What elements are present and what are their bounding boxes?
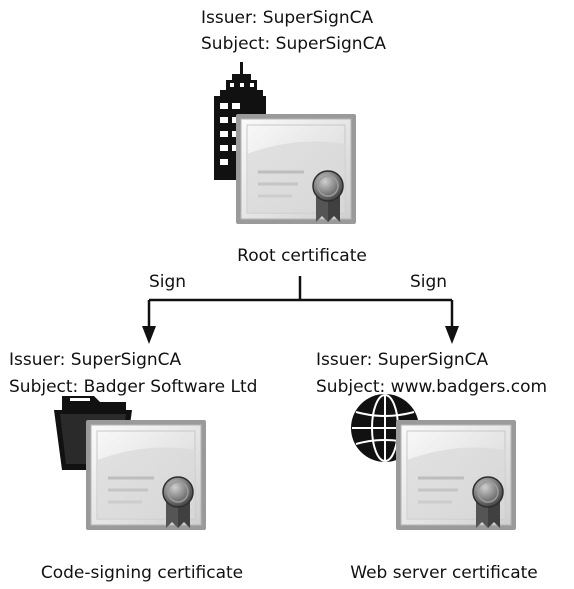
code-signing-cert-paper — [84, 418, 208, 532]
root-issuer: Issuer: SuperSignCA — [201, 8, 374, 28]
sign-label-right: Sign — [410, 272, 448, 292]
code-signing-issuer: Issuer: SuperSignCA — [9, 350, 182, 370]
code-signing-certificate-graphic — [54, 396, 208, 532]
sign-label-left: Sign — [149, 272, 187, 292]
web-server-issuer: Issuer: SuperSignCA — [316, 350, 489, 370]
root-cert-paper — [234, 112, 358, 226]
code-signing-subject: Subject: Badger Software Ltd — [9, 377, 258, 397]
root-subject: Subject: SuperSignCA — [201, 34, 387, 54]
web-server-caption: Web server certificate — [350, 563, 538, 583]
web-server-certificate-graphic — [351, 394, 518, 532]
web-server-cert-paper — [394, 418, 518, 532]
code-signing-caption: Code-signing certificate — [40, 563, 244, 583]
left-arrowhead — [142, 326, 156, 344]
root-certificate-graphic — [214, 62, 358, 226]
web-server-subject: Subject: www.badgers.com — [316, 377, 548, 397]
root-caption: Root certificate — [237, 246, 367, 266]
sign-connector — [147, 276, 454, 326]
right-arrowhead — [445, 326, 459, 344]
